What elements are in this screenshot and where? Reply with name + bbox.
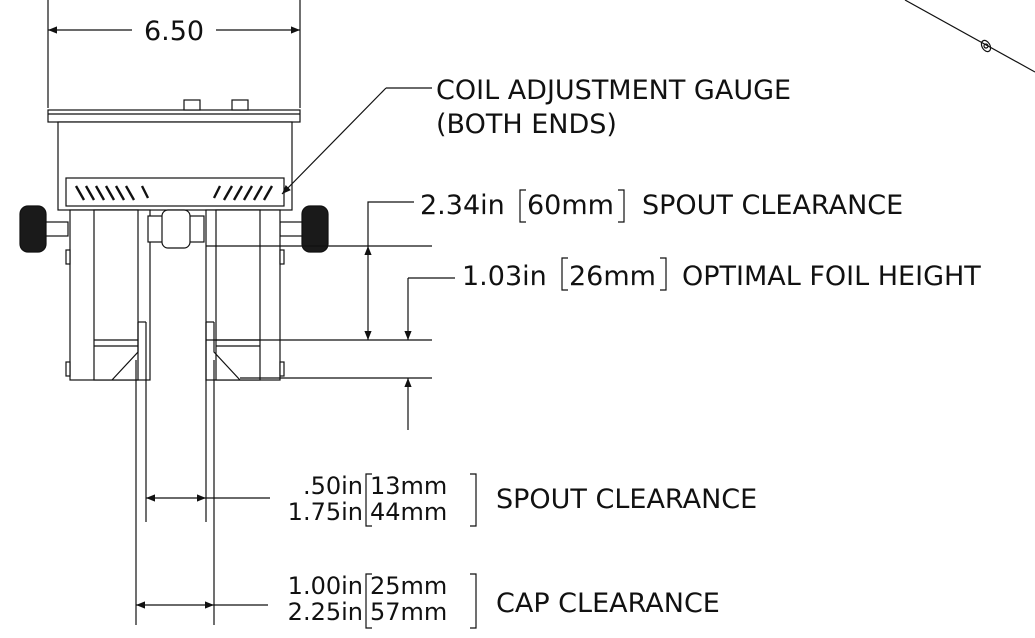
gauge-label-line2: (BOTH ENDS) [436, 109, 617, 140]
spout-vertical-brackets [519, 189, 625, 223]
spout-horizontal-brackets [365, 473, 477, 527]
spout-horizontal-in-min: .50in [303, 472, 363, 500]
foil-height-caption: OPTIMAL FOIL HEIGHT [682, 261, 981, 292]
width-value: 6.50 [144, 16, 204, 47]
coil-gauge [74, 185, 274, 201]
cap-clearance-caption: CAP CLEARANCE [496, 588, 720, 619]
spout-horizontal-caption: SPOUT CLEARANCE [496, 484, 757, 515]
spout-vertical-caption: SPOUT CLEARANCE [642, 190, 903, 221]
cap-clearance-mm-min: 25mm [370, 572, 447, 600]
foil-height-in: 1.03in [462, 261, 547, 292]
spout-horizontal-mm-min: 13mm [370, 472, 447, 500]
cap-clearance-in-min: 1.00in [288, 572, 363, 600]
spout-horizontal-mm-max: 44mm [370, 498, 447, 526]
spout-vertical-in: 2.34in [420, 190, 505, 221]
width-dimension [47, 0, 301, 108]
foil-height-dimension [240, 277, 455, 430]
spout-horizontal-in-max: 1.75in [288, 498, 363, 526]
gauge-label-line1: COIL ADJUSTMENT GAUGE [436, 75, 791, 106]
machine-body [19, 99, 329, 381]
spout-channel [111, 321, 241, 625]
spout-vertical-dimension [206, 201, 432, 341]
cap-clearance-brackets [365, 573, 477, 629]
foil-height-mm: 26mm [569, 261, 656, 292]
cap-clearance-mm-max: 57mm [370, 598, 447, 626]
spout-vertical-mm: 60mm [527, 190, 614, 221]
cap-clearance-in-max: 2.25in [288, 598, 363, 626]
foil-height-brackets [561, 257, 667, 291]
corner-detail [904, 0, 1035, 73]
gauge-leader [281, 87, 432, 195]
